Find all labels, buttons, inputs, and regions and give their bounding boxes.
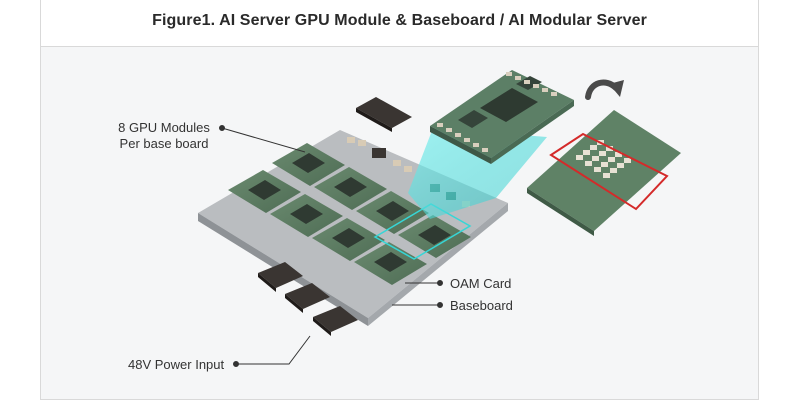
enlarged-oam-module xyxy=(430,70,574,164)
gpu-module xyxy=(314,167,387,210)
oam-card-highlight xyxy=(373,203,472,260)
gpu-module xyxy=(356,191,429,234)
figure-title: Figure1. AI Server GPU Module & Baseboar… xyxy=(152,12,647,29)
gpu-module xyxy=(270,194,343,237)
zoom-outline xyxy=(549,132,669,211)
baseboard-label: Baseboard xyxy=(450,298,513,313)
leader-lines xyxy=(219,125,443,367)
gpu-module xyxy=(398,215,471,258)
gpu-module xyxy=(312,218,385,261)
power-connectors xyxy=(258,262,358,336)
gpu-modules xyxy=(228,143,471,285)
gpu-module xyxy=(354,242,427,285)
gpu-module xyxy=(272,143,345,186)
oam-card-label: OAM Card xyxy=(450,276,512,291)
figure-title-bar: Figure1. AI Server GPU Module & Baseboar… xyxy=(41,0,758,47)
gpu-modules-label-line1: 8 GPU Modules xyxy=(118,120,210,135)
gpu-module xyxy=(228,170,301,213)
projection-beam xyxy=(408,128,547,219)
module-underside xyxy=(527,110,681,236)
curved-arrow-icon xyxy=(585,79,624,100)
gpu-modules-label-line2: Per base board xyxy=(119,136,209,151)
floating-connector xyxy=(356,97,412,132)
figure-frame: Figure1. AI Server GPU Module & Baseboar… xyxy=(40,0,759,400)
gpu-modules-label: 8 GPU Modules Per base board xyxy=(112,120,216,152)
power-input-label: 48V Power Input xyxy=(128,357,225,372)
